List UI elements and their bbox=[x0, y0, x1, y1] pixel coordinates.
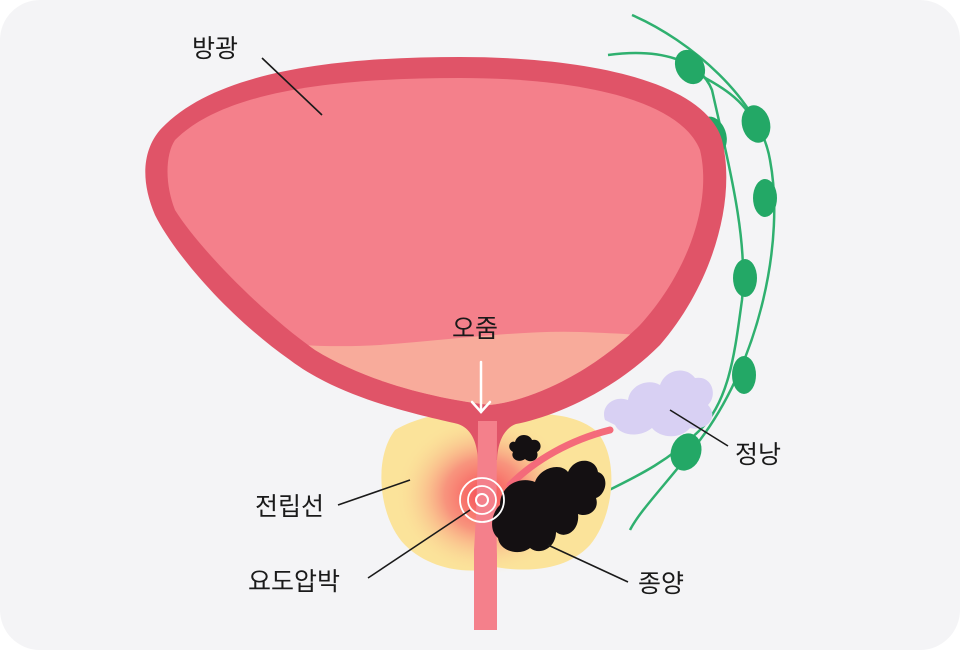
lymph-node bbox=[741, 105, 771, 143]
tumors bbox=[492, 435, 606, 553]
down-arrow-icon bbox=[470, 360, 492, 414]
lymph-node bbox=[732, 356, 756, 394]
lymph-node bbox=[674, 49, 706, 85]
leader-line-compression bbox=[367, 509, 471, 579]
bladder-lumen bbox=[167, 78, 704, 405]
lymph-node bbox=[733, 259, 757, 297]
label-urethral-compression: 요도압박 bbox=[248, 567, 340, 596]
label-urine: 오줌 bbox=[452, 314, 498, 343]
urethra bbox=[474, 419, 497, 630]
tumor-small bbox=[509, 435, 541, 462]
bladder bbox=[145, 57, 727, 460]
lymph-node bbox=[670, 433, 702, 471]
label-tumor: 종양 bbox=[638, 569, 684, 598]
leader-line-prostate bbox=[337, 479, 411, 506]
ejaculatory-duct bbox=[506, 426, 614, 489]
tumor-main bbox=[492, 460, 606, 553]
leader-line-tumor bbox=[547, 544, 629, 583]
leader-lines bbox=[261, 57, 729, 583]
label-seminal-vesicle: 정낭 bbox=[735, 440, 781, 469]
target-rings-icon bbox=[459, 477, 505, 523]
lymph-node bbox=[753, 179, 777, 217]
label-prostate: 전립선 bbox=[255, 492, 324, 521]
label-bladder: 방광 bbox=[192, 34, 238, 63]
leader-line-bladder bbox=[261, 57, 323, 116]
leader-line-seminal-vesicle bbox=[669, 409, 729, 447]
